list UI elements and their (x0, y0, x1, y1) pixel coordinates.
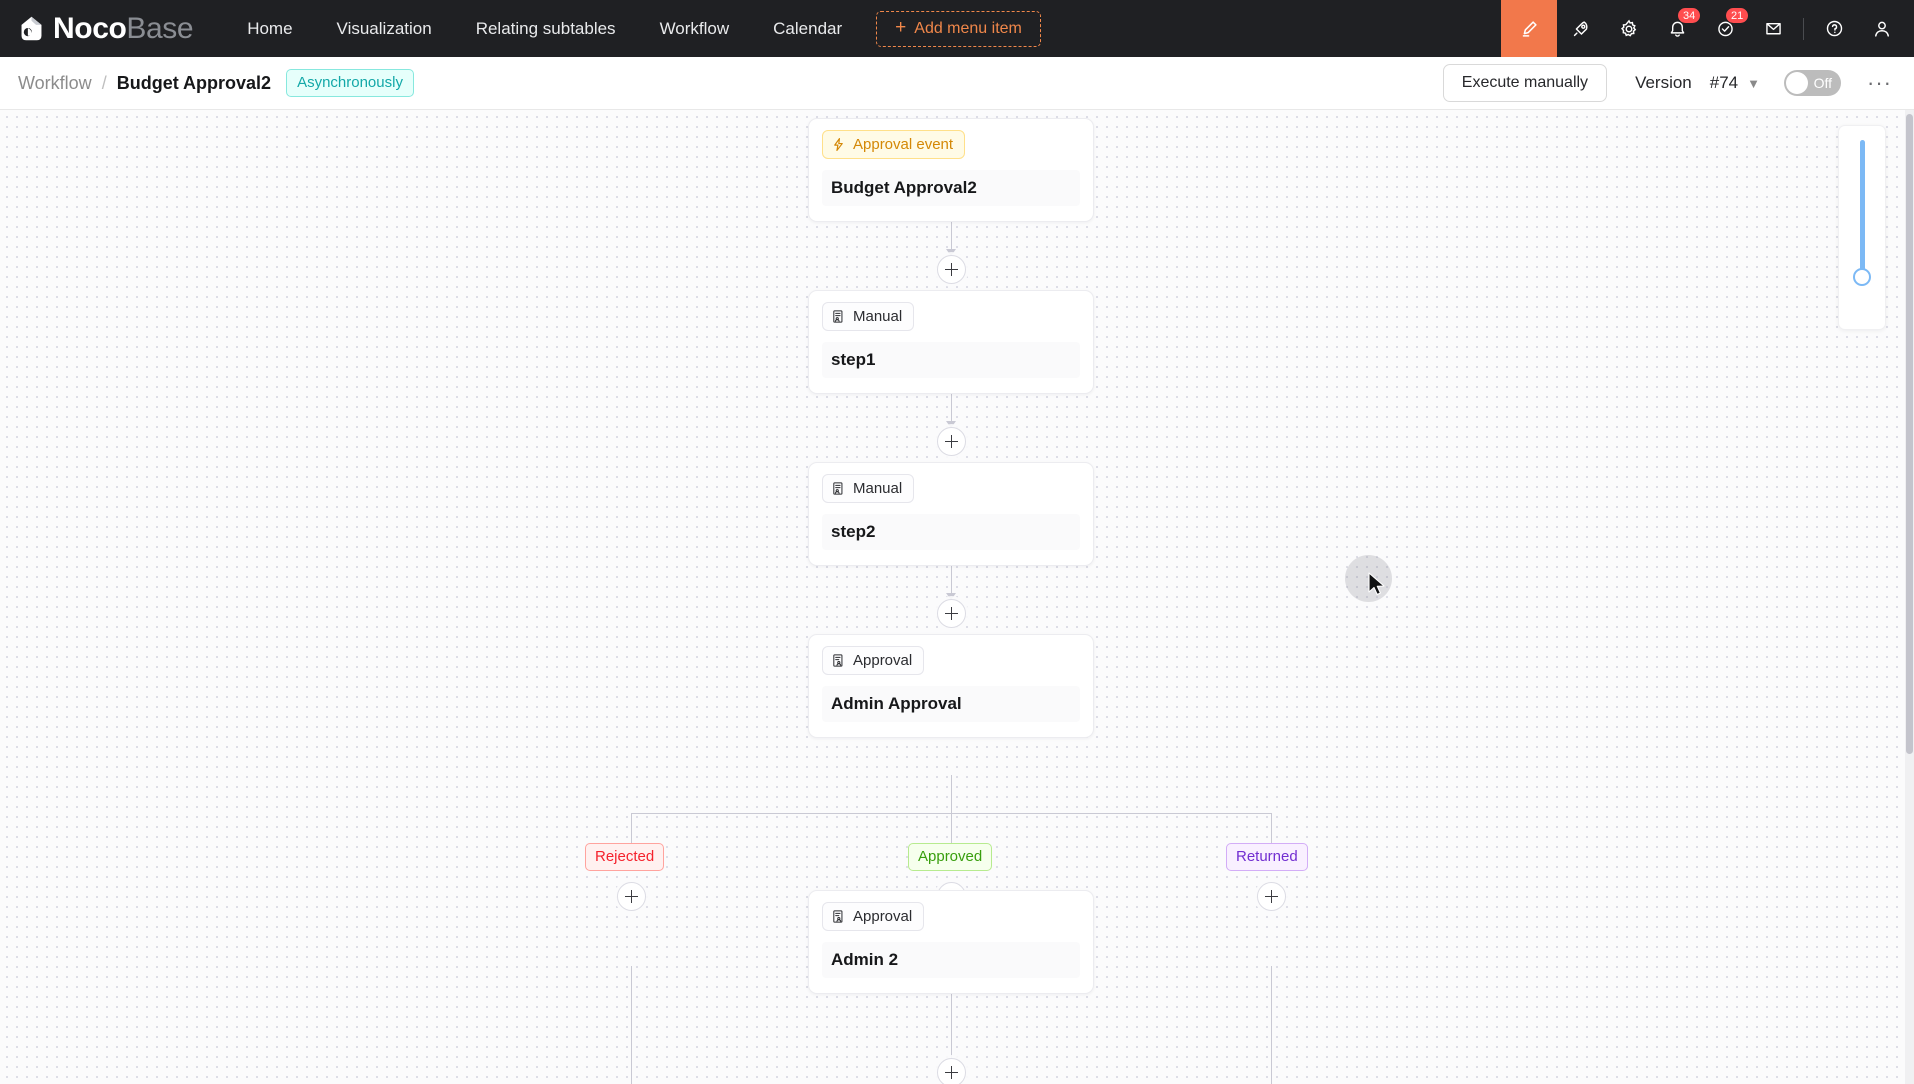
node-type-label: Manual (853, 308, 903, 325)
add-node-button-returned-branch[interactable] (1257, 882, 1286, 911)
more-options-button[interactable]: ··· (1867, 70, 1892, 95)
node-type-label: Approval (853, 908, 913, 925)
node-type-label: Manual (853, 480, 903, 497)
node-title[interactable]: step2 (822, 514, 1080, 550)
manual-form-icon (833, 310, 843, 323)
toggle-state-label: Off (1813, 75, 1833, 91)
add-node-button-after-admin-2[interactable] (937, 1058, 966, 1084)
arrow-head-icon (946, 421, 956, 428)
workflow-node-trigger[interactable]: Approval event Budget Approval2 (808, 118, 1094, 222)
edge-to-branch-returned (1271, 813, 1272, 843)
check-circle-badge-count: 21 (1725, 7, 1750, 24)
node-title[interactable]: Admin 2 (822, 942, 1080, 978)
version-value: #74 (1709, 73, 1739, 92)
plus-icon: + (895, 17, 907, 38)
main-menu: Home Visualization Relating subtables Wo… (225, 0, 864, 57)
workflow-sub-header: Workflow / Budget Approval2 Asynchronous… (0, 57, 1914, 110)
arrow-head-icon (946, 249, 956, 256)
toggle-knob (1786, 72, 1809, 94)
node-type-badge-approval-event: Approval event (822, 130, 966, 159)
manual-form-icon (833, 482, 843, 495)
add-menu-item-label: Add menu item (914, 19, 1022, 37)
branch-label-rejected[interactable]: Rejected (585, 843, 665, 871)
top-bar-actions: 34 21 (1501, 0, 1914, 57)
nocobase-logo-icon (21, 16, 42, 41)
edge-step2-to-approval1 (951, 557, 952, 601)
node-type-badge-approval: Approval (822, 902, 925, 931)
workflow-graph: Approval event Budget Approval2 Manual s… (0, 110, 1914, 1084)
gear-icon[interactable] (1605, 0, 1653, 57)
toolbar-divider (1803, 17, 1804, 40)
edge-rejected-branch-trunk (631, 966, 632, 1084)
check-circle-icon[interactable]: 21 (1701, 0, 1750, 57)
add-menu-item-button[interactable]: + Add menu item (876, 10, 1041, 47)
node-title[interactable]: Budget Approval2 (822, 170, 1080, 206)
nav-item-workflow[interactable]: Workflow (659, 19, 730, 38)
help-circle-icon[interactable] (1810, 0, 1858, 57)
highlighter-icon[interactable] (1501, 0, 1557, 57)
add-node-button-rejected-branch[interactable] (617, 882, 646, 911)
top-navigation-bar: NocoBase Home Visualization Relating sub… (0, 0, 1914, 57)
nav-item-calendar[interactable]: Calendar (773, 19, 843, 38)
zoom-slider-handle[interactable] (1853, 268, 1871, 286)
user-avatar-icon[interactable] (1858, 0, 1906, 57)
page-scrollbar-thumb[interactable] (1906, 114, 1913, 754)
breadcrumb-separator: / (101, 72, 107, 93)
edge-trigger-to-step1 (951, 213, 952, 257)
nav-item-home[interactable]: Home (247, 19, 293, 38)
arrow-head-icon (946, 593, 956, 600)
node-type-badge-manual: Manual (822, 302, 915, 331)
version-select[interactable]: #74 ▼ (1710, 73, 1760, 93)
workflow-actions: Execute manually Version #74 ▼ Off ··· (1442, 64, 1896, 102)
page-title: Budget Approval2 (116, 72, 272, 93)
node-type-badge-manual: Manual (822, 474, 915, 503)
zoom-control-panel[interactable] (1838, 125, 1886, 330)
node-title[interactable]: step1 (822, 342, 1080, 378)
execute-manually-button[interactable]: Execute manually (1442, 64, 1608, 102)
node-type-label: Approval (853, 652, 913, 669)
mouse-cursor-icon (1368, 572, 1385, 596)
breadcrumb-workflow[interactable]: Workflow (18, 72, 92, 93)
plugin-rocket-icon[interactable] (1557, 0, 1605, 57)
approval-person-icon (833, 654, 843, 667)
nav-item-relating-subtables[interactable]: Relating subtables (475, 19, 616, 38)
node-title[interactable]: Admin Approval (822, 686, 1080, 722)
edge-returned-branch-trunk (1271, 966, 1272, 1084)
add-node-button-after-step1[interactable] (937, 427, 966, 456)
mail-icon[interactable] (1749, 0, 1797, 57)
workflow-node-admin-approval[interactable]: Approval Admin Approval (808, 634, 1094, 738)
add-node-button-after-step2[interactable] (937, 599, 966, 628)
edge-approval1-to-split (951, 775, 952, 813)
bell-badge-count: 34 (1677, 7, 1702, 24)
logo-text-secondary: Base (126, 11, 194, 45)
zoom-slider-track[interactable] (1859, 140, 1865, 280)
workflow-enable-toggle[interactable]: Off (1784, 70, 1842, 96)
page-scrollbar[interactable] (1905, 110, 1914, 1084)
edge-to-branch-rejected (631, 813, 632, 843)
node-type-badge-approval: Approval (822, 646, 925, 675)
edge-approved-branch-trunk (951, 966, 952, 1084)
edge-step1-to-step2 (951, 385, 952, 429)
approval-person-icon (833, 910, 843, 923)
lightning-bolt-icon (834, 137, 843, 152)
chevron-down-icon: ▼ (1747, 75, 1761, 91)
version-label: Version (1635, 73, 1692, 92)
async-status-badge: Asynchronously (286, 69, 414, 97)
click-highlight (1345, 555, 1392, 602)
add-node-button-after-trigger[interactable] (937, 255, 966, 284)
branch-label-returned[interactable]: Returned (1226, 843, 1308, 871)
workflow-node-step2[interactable]: Manual step2 (808, 462, 1094, 566)
workflow-node-admin-2[interactable]: Approval Admin 2 (808, 890, 1094, 994)
bell-icon[interactable]: 34 (1653, 0, 1702, 57)
edge-to-branch-approved (951, 813, 952, 843)
logo-text-primary: Noco (53, 11, 127, 45)
branch-label-approved[interactable]: Approved (908, 843, 993, 871)
nav-item-visualization[interactable]: Visualization (336, 19, 432, 38)
workflow-node-step1[interactable]: Manual step1 (808, 290, 1094, 394)
workflow-canvas[interactable]: Approval event Budget Approval2 Manual s… (0, 110, 1914, 1084)
node-type-label: Approval event (853, 136, 954, 153)
app-logo[interactable]: NocoBase (0, 0, 203, 57)
